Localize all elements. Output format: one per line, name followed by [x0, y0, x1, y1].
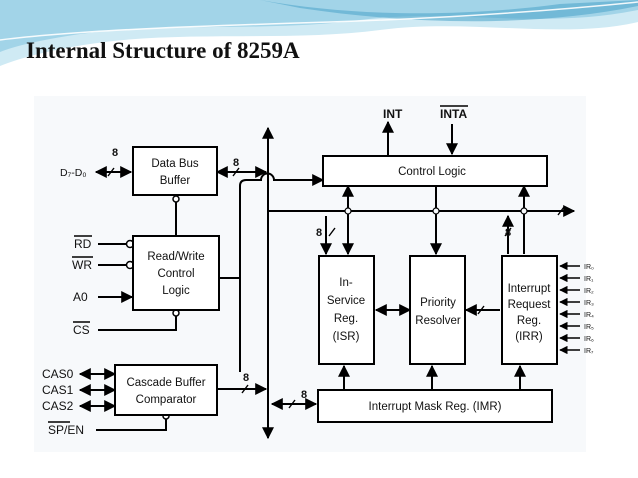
data-bus-buffer-line2: Buffer — [160, 175, 191, 187]
bus-width-irr: 8 — [505, 227, 511, 239]
isr-line2: Service — [327, 295, 365, 307]
bus-width-labels: 8 8 8 8 8 8 — [112, 147, 511, 401]
ir-label-1: IR₁ — [584, 276, 594, 283]
data-bus-buffer-block: Data Bus Buffer — [132, 146, 218, 196]
priority-resolver-line2: Resolver — [415, 315, 461, 327]
ir-label-7: IR₇ — [584, 348, 594, 355]
isr-line4: (ISR) — [333, 331, 360, 343]
ir-label-6: IR₆ — [584, 336, 594, 343]
irr-line3: Reg. — [517, 315, 541, 327]
ir-labels: IR₀ IR₁ IR₂ IR₃ IR₄ IR₅ IR₆ IR₇ — [584, 264, 594, 355]
signal-labels: D₇-D₀ RD WR A0 CS CAS0 CAS1 CAS2 SP/EN I… — [42, 105, 468, 437]
imr-label: Interrupt Mask Reg. (IMR) — [369, 401, 502, 413]
ir-label-4: IR₄ — [584, 312, 594, 319]
signal-int: INT — [383, 107, 403, 121]
read-write-control-logic-block: Read/Write Control Logic — [132, 235, 220, 311]
signal-rd: RD — [74, 237, 92, 251]
bus-width-imr: 8 — [301, 389, 307, 401]
isr-line1: In- — [339, 277, 353, 289]
imr-block: Interrupt Mask Reg. (IMR) — [317, 389, 553, 423]
signal-data-bus: D₇-D₀ — [60, 167, 87, 179]
irr-line2: Request — [508, 299, 552, 311]
slide-title: Internal Structure of 8259A — [26, 38, 300, 63]
signal-cas1: CAS1 — [42, 383, 74, 397]
signal-sp-en: SP/EN — [48, 423, 84, 437]
signal-a0: A0 — [73, 290, 88, 304]
cascade-line1: Cascade Buffer — [126, 377, 205, 389]
ir-label-0: IR₀ — [584, 264, 594, 271]
rw-logic-line3: Logic — [162, 285, 190, 297]
isr-block: In- Service Reg. (ISR) — [318, 255, 375, 365]
rw-logic-line2: Control — [157, 268, 194, 280]
control-logic-label: Control Logic — [398, 166, 466, 178]
rw-logic-line1: Read/Write — [147, 251, 204, 263]
signal-cas0: CAS0 — [42, 367, 74, 381]
signal-inta: INTA — [440, 107, 467, 121]
ir-label-2: IR₂ — [584, 288, 594, 295]
data-bus-buffer-line1: Data Bus — [151, 158, 199, 170]
priority-resolver-line1: Priority — [420, 297, 456, 309]
isr-line3: Reg. — [334, 313, 358, 325]
signal-cs: CS — [73, 323, 90, 337]
priority-resolver-block: Priority Resolver — [409, 255, 466, 365]
bus-width-cascade: 8 — [243, 372, 249, 384]
irr-line4: (IRR) — [515, 331, 543, 343]
signal-cas2: CAS2 — [42, 399, 74, 413]
ir-input-lines — [559, 261, 580, 355]
control-logic-block: Control Logic — [322, 155, 548, 187]
signal-wr: WR — [72, 258, 92, 272]
bus-width-buffer-out: 8 — [233, 157, 239, 169]
bus-width-data-in: 8 — [112, 147, 118, 159]
irr-line1: Interrupt — [508, 283, 552, 295]
cascade-line2: Comparator — [136, 394, 197, 406]
header-wave — [0, 0, 638, 66]
bus-width-isr: 8 — [316, 227, 322, 239]
ir-label-3: IR₃ — [584, 300, 594, 307]
irr-block: Interrupt Request Reg. (IRR) — [501, 255, 558, 365]
ir-label-5: IR₅ — [584, 324, 594, 331]
cascade-buffer-comparator-block: Cascade Buffer Comparator — [114, 364, 218, 416]
